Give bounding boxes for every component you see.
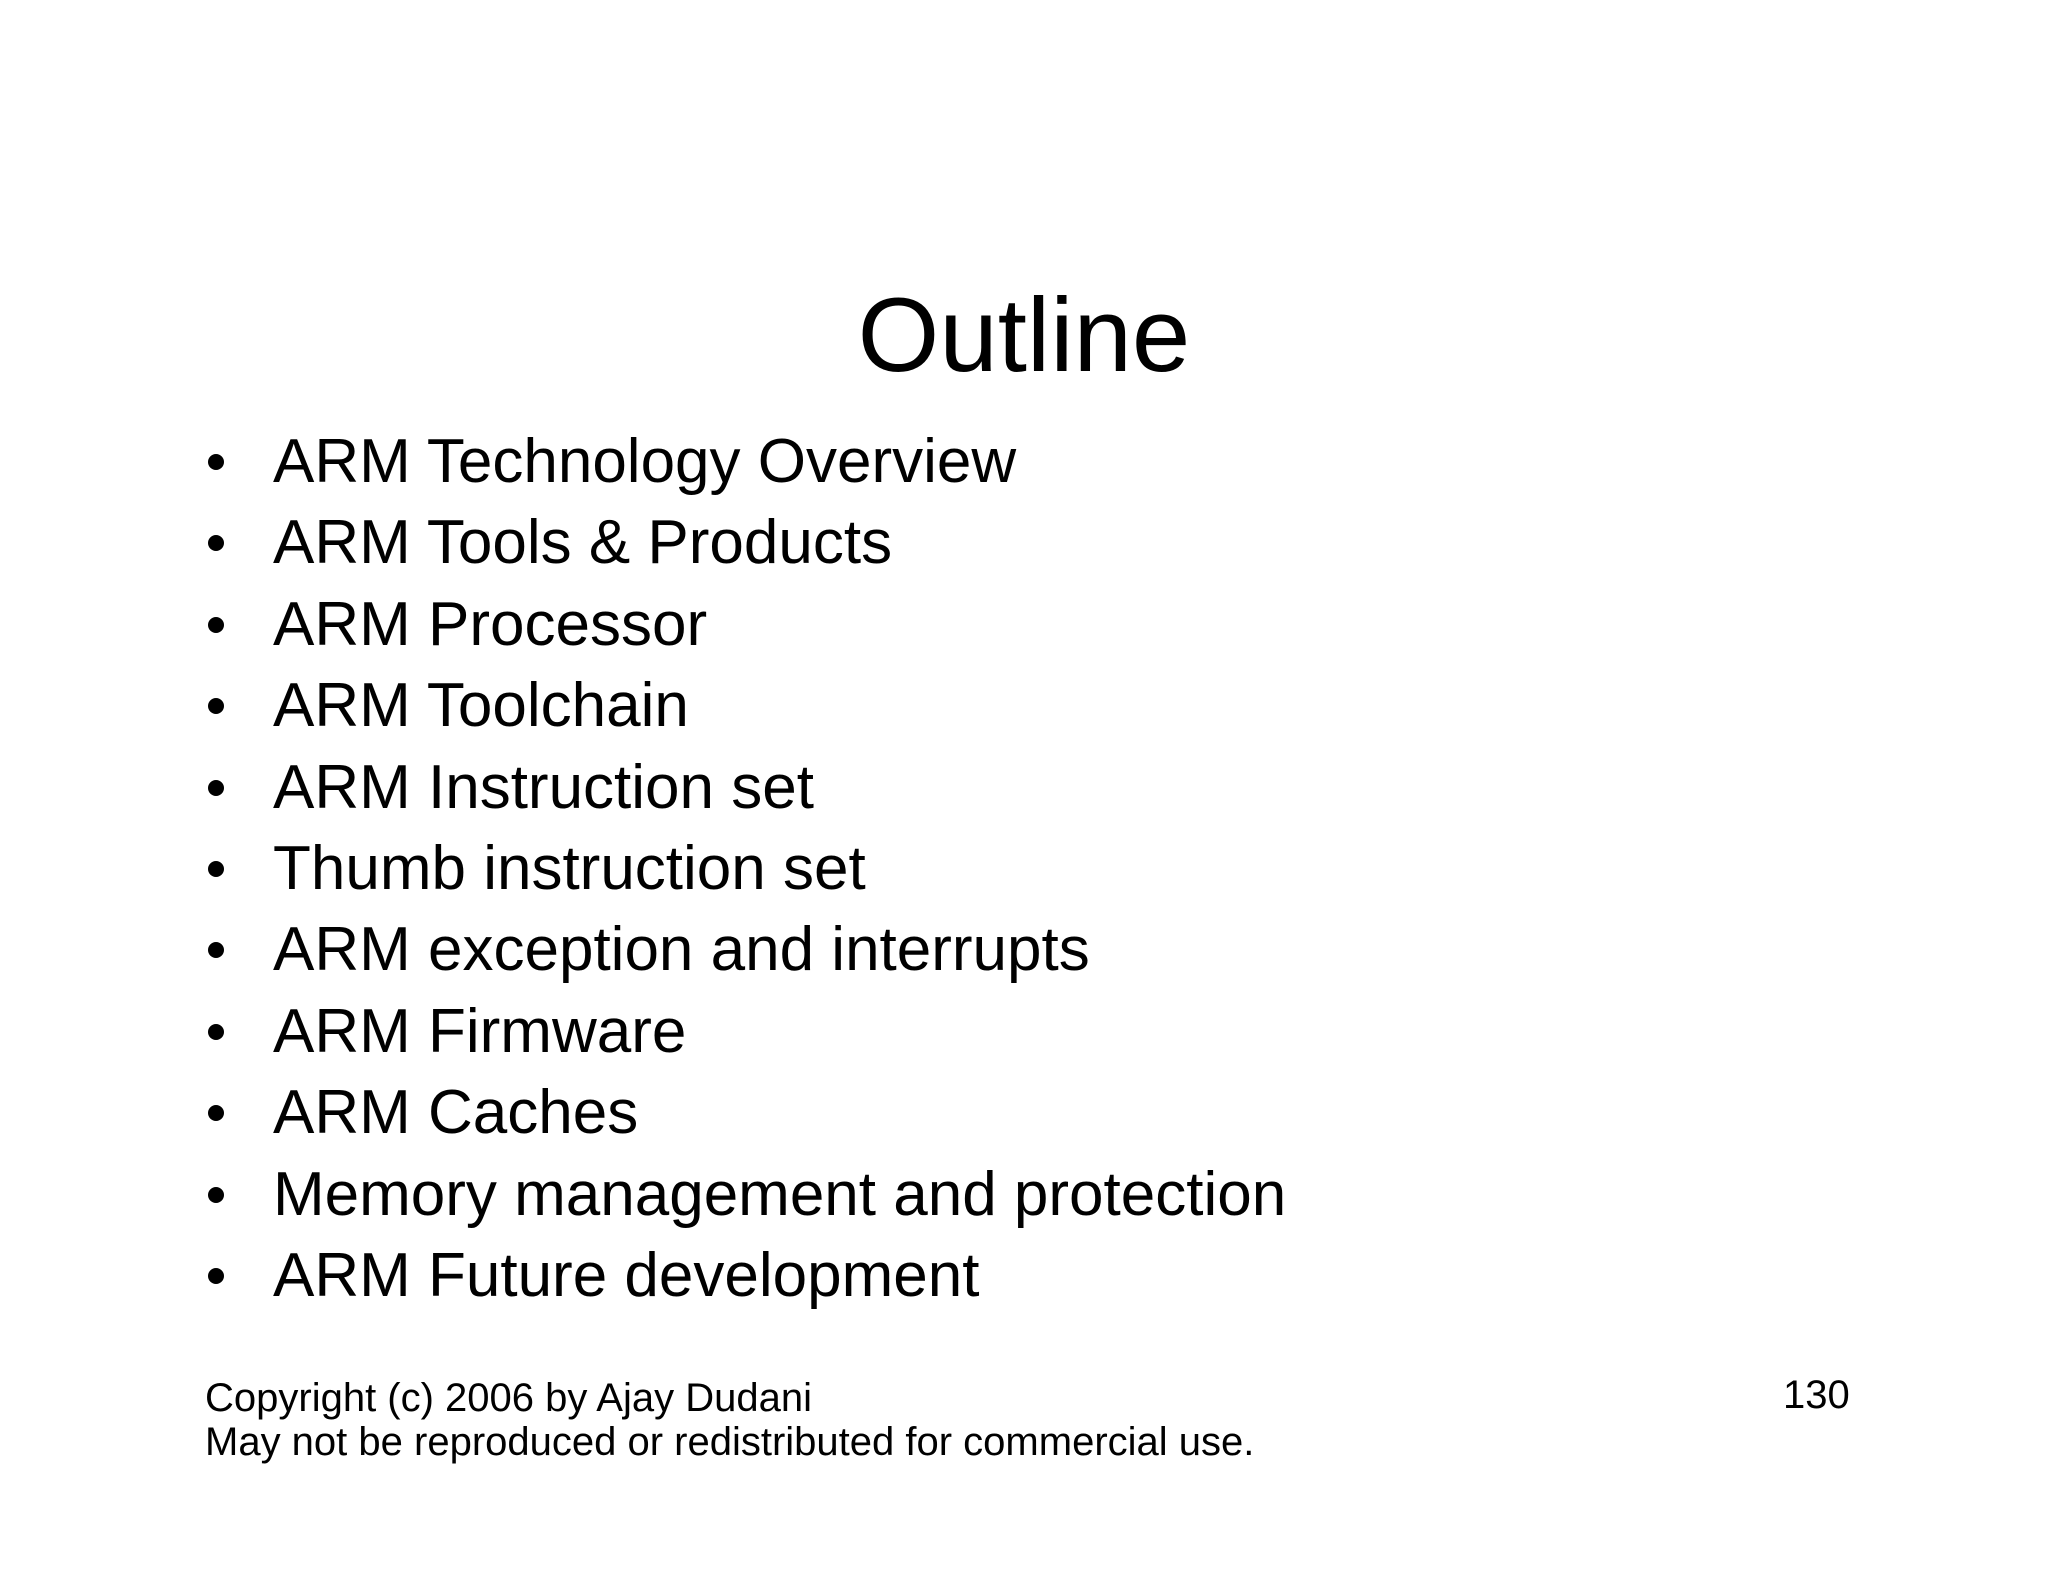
list-item: ARM Instruction set bbox=[205, 747, 1905, 828]
bullet-icon bbox=[208, 1105, 224, 1122]
list-item: ARM Caches bbox=[205, 1072, 1905, 1153]
list-item-label: ARM Firmware bbox=[273, 996, 687, 1066]
list-item: ARM Tools & Products bbox=[205, 502, 1905, 583]
list-item: ARM Future development bbox=[205, 1235, 1905, 1316]
bullet-icon bbox=[208, 535, 224, 552]
list-item: ARM exception and interrupts bbox=[205, 909, 1905, 990]
list-item-label: ARM Caches bbox=[273, 1078, 639, 1148]
page-number: 130 bbox=[1783, 1373, 1850, 1417]
copyright-line-1: Copyright (c) 2006 by Ajay Dudani bbox=[205, 1376, 812, 1420]
list-item-label: ARM Instruction set bbox=[273, 752, 814, 822]
list-item-label: ARM Future development bbox=[273, 1241, 980, 1311]
list-item-label: ARM Technology Overview bbox=[273, 427, 1017, 496]
slide-title: Outline bbox=[857, 277, 1191, 395]
list-item-label: Memory management and protection bbox=[273, 1159, 1287, 1229]
list-item-label: ARM exception and interrupts bbox=[273, 915, 1090, 985]
list-item-label: ARM Processor bbox=[273, 589, 708, 659]
copyright-line-2: May not be reproduced or redistributed f… bbox=[205, 1419, 1255, 1464]
list-item: ARM Firmware bbox=[205, 991, 1905, 1072]
list-item-label: ARM Tools & Products bbox=[273, 508, 893, 578]
list-item-label: ARM Toolchain bbox=[273, 671, 689, 741]
list-item: ARM Processor bbox=[205, 584, 1905, 665]
list-item: ARM Toolchain bbox=[205, 665, 1905, 746]
bullet-icon bbox=[208, 698, 224, 715]
bullet-icon bbox=[208, 779, 224, 796]
copyright-notice: Copyright (c) 2006 by Ajay Dudani May no… bbox=[205, 1376, 1255, 1464]
list-item: Memory management and protection bbox=[205, 1154, 1905, 1235]
outline-list: ARM Technology Overview ARM Tools & Prod… bbox=[205, 421, 1905, 1316]
list-item: Thumb instruction set bbox=[205, 828, 1905, 909]
bullet-icon bbox=[208, 942, 224, 959]
bullet-icon bbox=[208, 1023, 224, 1040]
bullet-icon bbox=[208, 861, 224, 878]
bullet-icon bbox=[208, 454, 224, 470]
bullet-icon bbox=[208, 1268, 224, 1285]
list-item: ARM Technology Overview bbox=[205, 421, 1905, 502]
bullet-icon bbox=[208, 616, 224, 633]
bullet-icon bbox=[208, 1186, 224, 1203]
list-item-label: Thumb instruction set bbox=[273, 834, 866, 904]
